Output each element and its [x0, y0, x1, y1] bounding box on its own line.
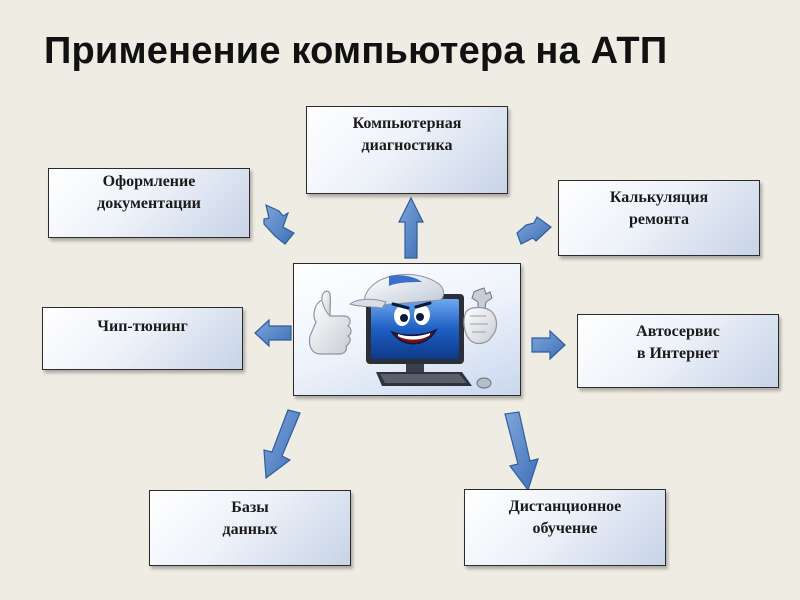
- node-distance-learning: Дистанционное обучение: [464, 489, 666, 566]
- arrow-to-databases: [263, 409, 301, 480]
- slide-title: Применение компьютера на АТП: [44, 30, 668, 72]
- arrow-to-distance-learning: [504, 411, 539, 492]
- wrench-glove-icon: [463, 287, 498, 345]
- node-chip-tuning: Чип-тюнинг: [42, 307, 243, 370]
- center-illustration: [293, 263, 521, 396]
- arrow-to-online-service: [531, 329, 566, 361]
- node-online-service: Автосервис в Интернет: [577, 314, 779, 388]
- node-diagnostics: Компьютерная диагностика: [306, 106, 508, 194]
- node-databases: Базы данных: [149, 490, 351, 566]
- computer-mascot-icon: [308, 273, 498, 389]
- node-repair-costing: Калькуляция ремонта: [558, 180, 760, 256]
- arrow-to-chip-tuning: [254, 318, 292, 348]
- thumbs-up-glove-icon: [308, 290, 352, 355]
- arrow-to-repair-costing: [516, 216, 552, 245]
- arrow-to-diagnostics: [398, 196, 424, 259]
- node-documents: Оформление документации: [48, 168, 250, 238]
- arrow-to-documents: [263, 203, 295, 245]
